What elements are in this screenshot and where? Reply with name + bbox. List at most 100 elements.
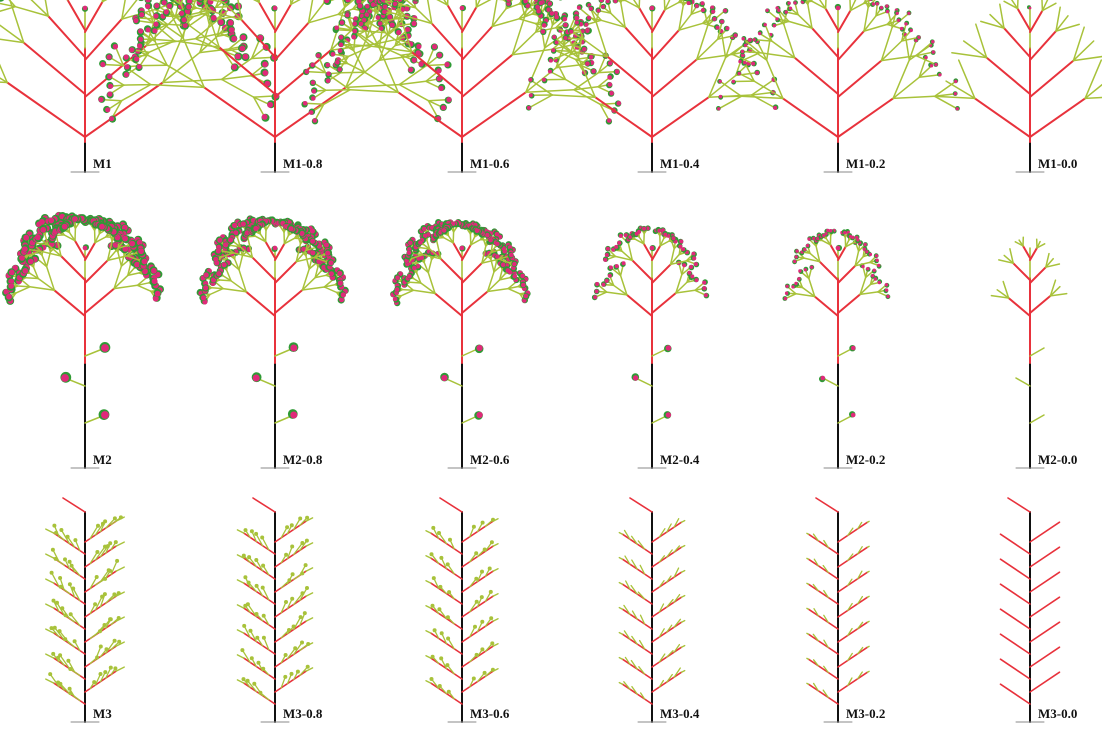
flower xyxy=(535,5,540,10)
flower xyxy=(326,71,331,76)
flower xyxy=(524,294,529,299)
flower xyxy=(798,269,801,272)
branch xyxy=(275,244,284,260)
flower xyxy=(267,102,273,108)
flower xyxy=(146,27,151,32)
branch xyxy=(639,8,652,30)
tree-panel: M2-0.0 xyxy=(991,237,1077,468)
leaf-cluster xyxy=(137,0,145,1)
flower xyxy=(231,64,237,70)
flower xyxy=(877,264,880,267)
flower xyxy=(262,61,268,67)
flower xyxy=(313,118,318,123)
flower xyxy=(338,281,343,286)
flower xyxy=(886,10,889,13)
flower xyxy=(273,6,278,11)
flower xyxy=(904,22,907,25)
branch xyxy=(1030,11,1042,32)
flower xyxy=(614,245,618,249)
flower xyxy=(383,5,388,10)
branch xyxy=(85,19,122,60)
flower xyxy=(585,61,590,66)
tree-panel: M1 xyxy=(0,0,280,172)
branch xyxy=(826,0,827,9)
flower xyxy=(784,297,787,300)
flower xyxy=(134,56,139,61)
branch xyxy=(239,256,243,270)
flower xyxy=(539,1,544,6)
flower xyxy=(316,53,321,58)
branch xyxy=(508,289,520,294)
flower xyxy=(107,74,112,79)
flower xyxy=(758,32,761,35)
flower xyxy=(773,106,777,110)
flower xyxy=(679,240,683,244)
flower xyxy=(107,92,112,97)
flower xyxy=(874,277,877,280)
flower xyxy=(907,12,910,15)
flower xyxy=(582,47,587,52)
branch xyxy=(118,252,122,266)
flower xyxy=(186,4,191,9)
tree-panel: M2-0.4 xyxy=(592,225,709,468)
flower xyxy=(934,63,937,66)
branch xyxy=(124,85,151,86)
flower xyxy=(795,249,798,252)
flower xyxy=(609,266,613,270)
branch xyxy=(212,288,224,289)
flower xyxy=(872,2,875,5)
flower xyxy=(719,95,722,98)
flower xyxy=(584,23,588,27)
flower xyxy=(615,264,619,268)
flower xyxy=(861,265,864,268)
flower xyxy=(529,93,533,97)
flower xyxy=(743,61,746,64)
flower xyxy=(309,110,314,115)
flower xyxy=(129,47,134,52)
flower xyxy=(603,258,607,262)
flower xyxy=(138,29,143,34)
flower xyxy=(687,271,691,275)
branch xyxy=(122,85,151,101)
flower xyxy=(441,375,447,381)
flower xyxy=(379,26,384,31)
branch xyxy=(595,97,652,137)
flower xyxy=(764,23,767,26)
flower xyxy=(633,375,638,380)
branch xyxy=(596,22,607,57)
flower xyxy=(412,21,417,26)
flower xyxy=(738,60,741,63)
flower xyxy=(836,6,841,11)
flower xyxy=(509,253,514,258)
tree-caption: M2-0.2 xyxy=(846,452,885,467)
branch xyxy=(435,293,462,316)
flower xyxy=(549,59,553,63)
flower xyxy=(324,242,329,247)
branch xyxy=(1030,296,1050,313)
flower xyxy=(564,36,568,40)
flower xyxy=(593,295,597,299)
flower xyxy=(152,28,157,33)
flower xyxy=(201,295,206,300)
flower xyxy=(821,376,826,381)
flower xyxy=(608,82,613,87)
flower xyxy=(617,241,621,245)
flower xyxy=(1029,7,1032,10)
flower xyxy=(748,38,752,42)
branch xyxy=(652,97,709,137)
branch xyxy=(24,43,85,94)
flower xyxy=(438,86,443,91)
flower xyxy=(856,238,859,241)
branch xyxy=(838,266,855,283)
flower xyxy=(806,244,809,247)
branch xyxy=(398,92,462,137)
flower xyxy=(932,50,935,53)
branch xyxy=(838,61,881,97)
flower xyxy=(716,26,720,30)
branch xyxy=(607,57,652,95)
branch xyxy=(462,27,492,61)
flower xyxy=(253,226,258,231)
flower xyxy=(437,53,442,58)
flower xyxy=(442,228,447,233)
flower xyxy=(851,346,856,351)
